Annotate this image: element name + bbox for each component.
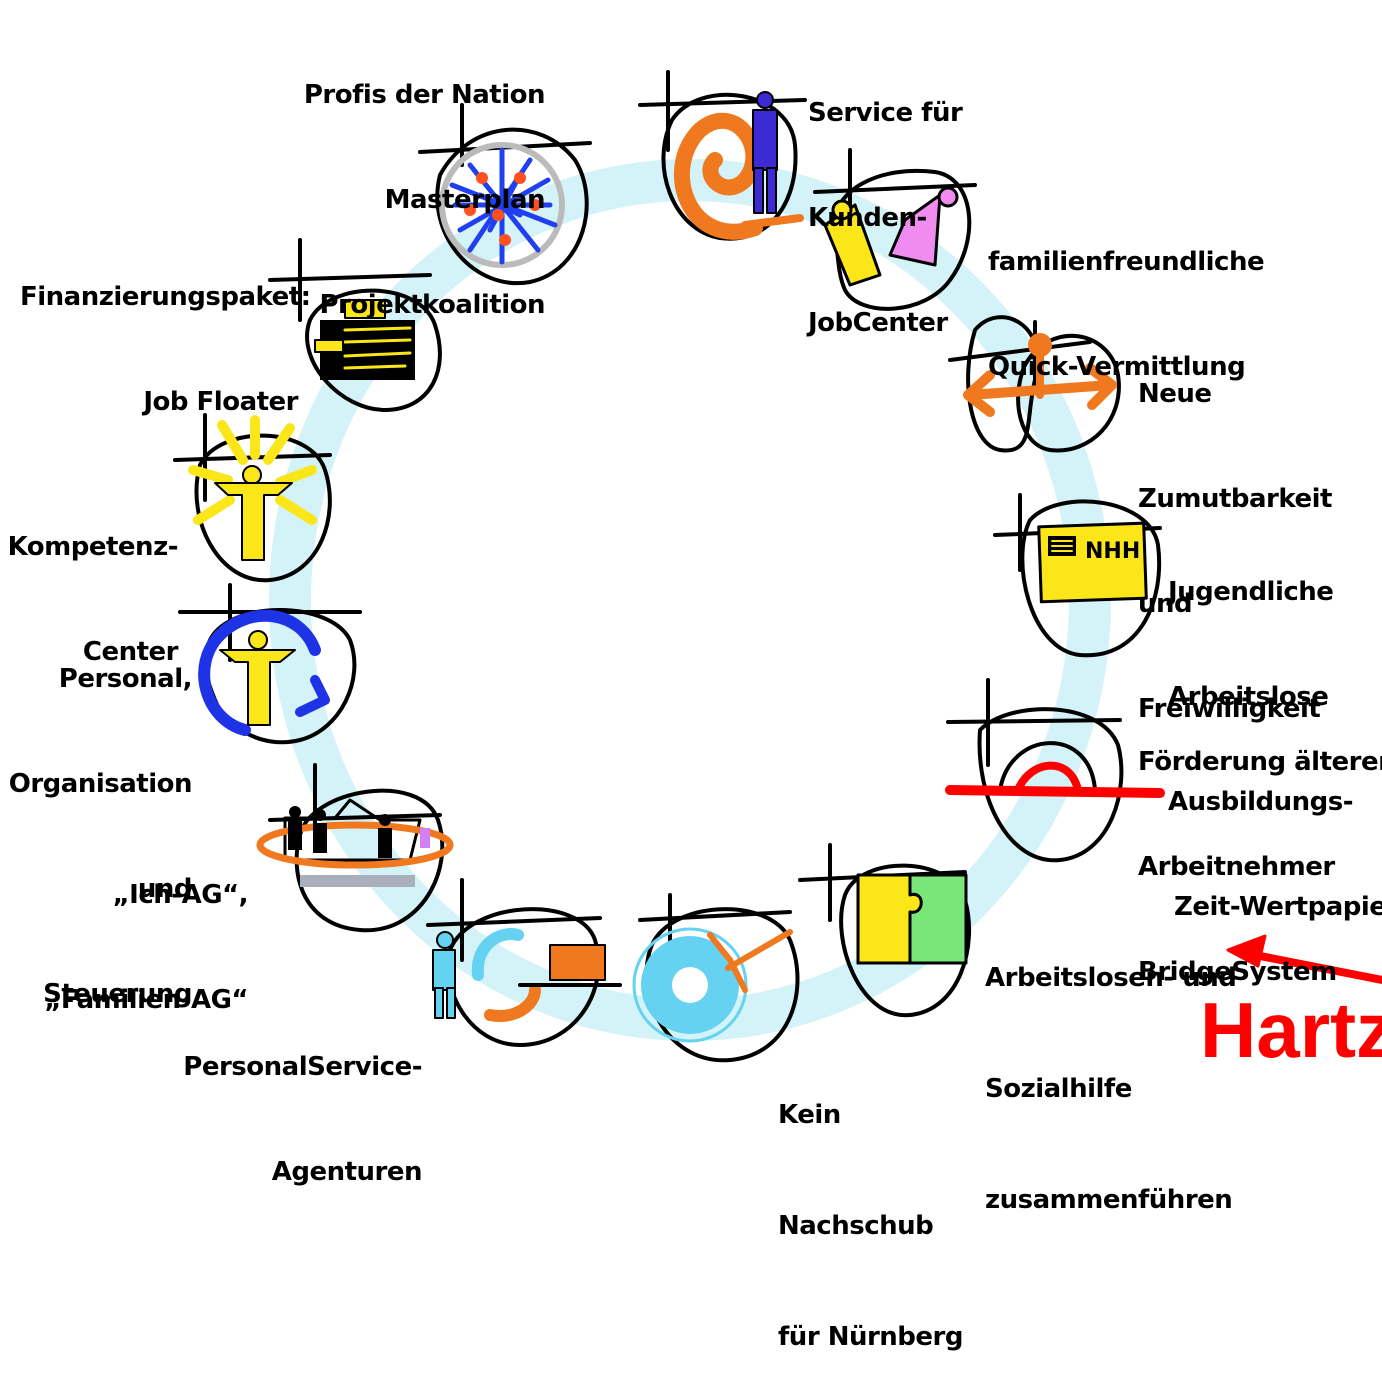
label-line: Profis der Nation (303, 80, 546, 110)
label-kein-nachschub: Kein Nachschub für Nürnberg (778, 1023, 963, 1393)
label-line: zusammenführen (985, 1185, 1233, 1215)
label-finanzierungspaket: Finanzierungspaket: Job Floater (20, 210, 311, 455)
label-kompetenz-center: Kompetenz- Center (0, 460, 179, 705)
job-floater-icon (268, 238, 442, 412)
label-line: Zeit-Wertpapier (1174, 892, 1382, 922)
label-line: Steuerung (43, 979, 192, 1009)
network-icon (418, 103, 592, 286)
family-icon (813, 148, 977, 311)
ich-ag-icon (256, 763, 454, 933)
label-line: Arbeitnehmer (1138, 852, 1335, 882)
label-line: Nachschub (778, 1211, 934, 1241)
card-label: NHH (1085, 539, 1140, 564)
puzzle-icon (798, 843, 972, 1018)
label-line: Projektkoalition (319, 290, 545, 320)
label-line: Center (82, 637, 179, 667)
kompetenz-icon (173, 413, 332, 583)
label-service-kunden: Service für Kunden- JobCenter (808, 26, 963, 376)
label-line: Finanzierungspaket: (20, 282, 311, 312)
bridge-icon (945, 678, 1165, 863)
label-line: Kompetenz- (7, 532, 179, 562)
label-line: Kein (778, 1100, 841, 1130)
label-line: Kunden- (808, 203, 927, 233)
label-line: „Ich-AG“, (112, 880, 249, 910)
label-line: Arbeitslosen- und (985, 963, 1237, 993)
target-icon (632, 893, 800, 1063)
label-line: Sozialhilfe (985, 1074, 1132, 1104)
label-line: BridgeSystem (1138, 957, 1337, 987)
label-line: Zumutbarkeit (1138, 484, 1332, 514)
hartz-modules-diagram: NHH (173, 70, 1382, 1063)
label-line: Agenturen (271, 1157, 423, 1187)
label-line: Personal, (58, 664, 193, 694)
label-line: Quick-Vermittlung (988, 352, 1246, 382)
balance-icon (948, 315, 1121, 453)
label-line: Neue (1138, 379, 1212, 409)
wertpapier-icon (993, 493, 1162, 658)
hartz-arrow-icon (1226, 934, 1382, 984)
label-line: PersonalService- (183, 1052, 422, 1082)
label-aeltere-arbeitnehmer: Förderung älterer Arbeitnehmer BridgeSys… (1138, 675, 1382, 1025)
personalservice-icon (426, 878, 622, 1047)
label-line: Service für (808, 98, 963, 128)
label-line: JobCenter (808, 308, 948, 338)
label-line: familienfreundliche (988, 247, 1265, 277)
label-line: Job Floater (143, 387, 298, 417)
label-line: und (137, 874, 193, 904)
label-profis-der-nation: Profis der Nation Masterplan Projektkoal… (290, 8, 546, 358)
jobcenter-icon (638, 70, 807, 241)
label-line: für Nürnberg (778, 1322, 963, 1352)
label-line: Arbeitslose (1168, 682, 1329, 712)
label-personal-organisation: Personal, Organisation und Steuerung (0, 592, 193, 1047)
label-line: Masterplan (384, 185, 546, 215)
label-line: Ausbildungs- (1168, 787, 1354, 817)
label-zumutbarkeit: Neue Zumutbarkeit und Freiwilligkeit (1138, 307, 1332, 762)
label-line: Förderung älterer (1138, 747, 1382, 777)
label-familienfreundliche: familienfreundliche Quick-Vermittlung (988, 175, 1265, 420)
label-jugendliche: Jugendliche Arbeitslose Ausbildungs- Zei… (1168, 505, 1382, 960)
label-line: Jugendliche (1168, 577, 1334, 607)
steuerung-icon (178, 583, 362, 745)
hartz-label: Hartz (1200, 986, 1382, 1074)
label-arbeitslosen-sozialhilfe: Arbeitslosen- und Sozialhilfe zusammenfü… (985, 886, 1237, 1256)
label-ich-ag: „Ich-AG“, „Familien-AG“ (20, 808, 248, 1053)
label-line: „Familien-AG“ (44, 985, 248, 1015)
label-line: Freiwilligkeit (1138, 694, 1321, 724)
label-line: Organisation (8, 769, 193, 799)
label-line: und (1138, 589, 1193, 619)
